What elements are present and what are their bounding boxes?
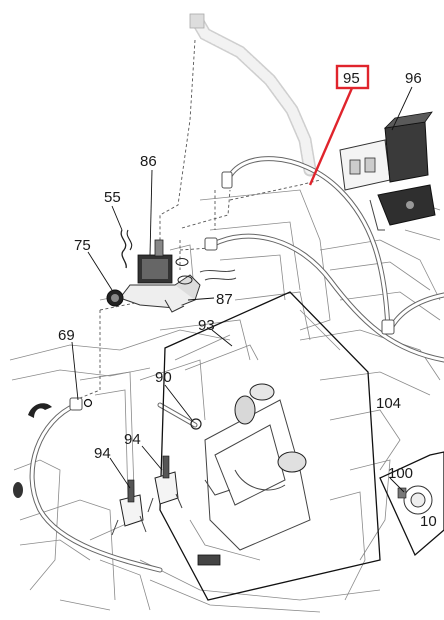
label-87: 87 <box>216 291 233 308</box>
label-96: 96 <box>405 70 422 87</box>
label-10-partial: 10 <box>420 513 437 530</box>
label-104: 104 <box>376 395 401 412</box>
highlight-box <box>335 64 370 90</box>
label-93: 93 <box>198 317 215 334</box>
label-55: 55 <box>104 189 121 206</box>
label-69: 69 <box>58 327 75 344</box>
water-tubes <box>29 156 444 573</box>
part-labels: 95 96 86 55 75 87 93 69 90 104 94 94 100… <box>58 64 437 530</box>
highlight-leader-line <box>308 87 354 186</box>
heater-assembly-frame <box>159 291 381 601</box>
label-94-right: 94 <box>124 431 141 448</box>
label-75: 75 <box>74 237 91 254</box>
label-95: 95 <box>343 70 360 87</box>
control-board <box>339 111 436 231</box>
small-fittings <box>13 398 93 498</box>
label-86: 86 <box>140 153 157 170</box>
label-94-left: 94 <box>94 445 111 462</box>
dashed-routing-lines <box>79 39 321 399</box>
solenoid-valve-assembly <box>106 239 237 313</box>
label-100: 100 <box>388 465 413 482</box>
sub-part-frame-100 <box>379 451 444 557</box>
spring-clip <box>120 229 133 269</box>
leader-lines <box>71 86 413 493</box>
label-90: 90 <box>155 369 172 386</box>
drain-hose <box>189 13 317 177</box>
temperature-sensors <box>111 455 183 536</box>
